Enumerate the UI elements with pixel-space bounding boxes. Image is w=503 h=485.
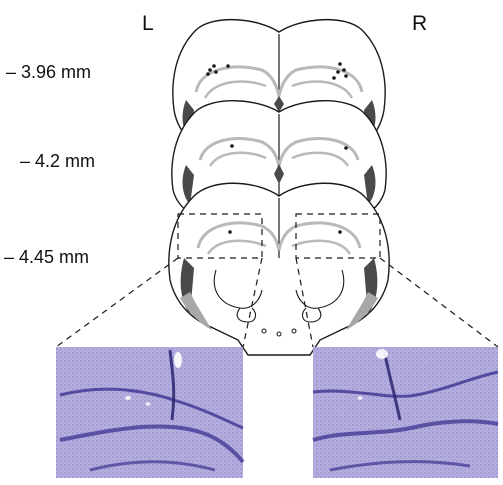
micrograph-right xyxy=(313,347,498,478)
brain-section-3 xyxy=(169,183,389,355)
micrograph-left xyxy=(56,347,243,478)
